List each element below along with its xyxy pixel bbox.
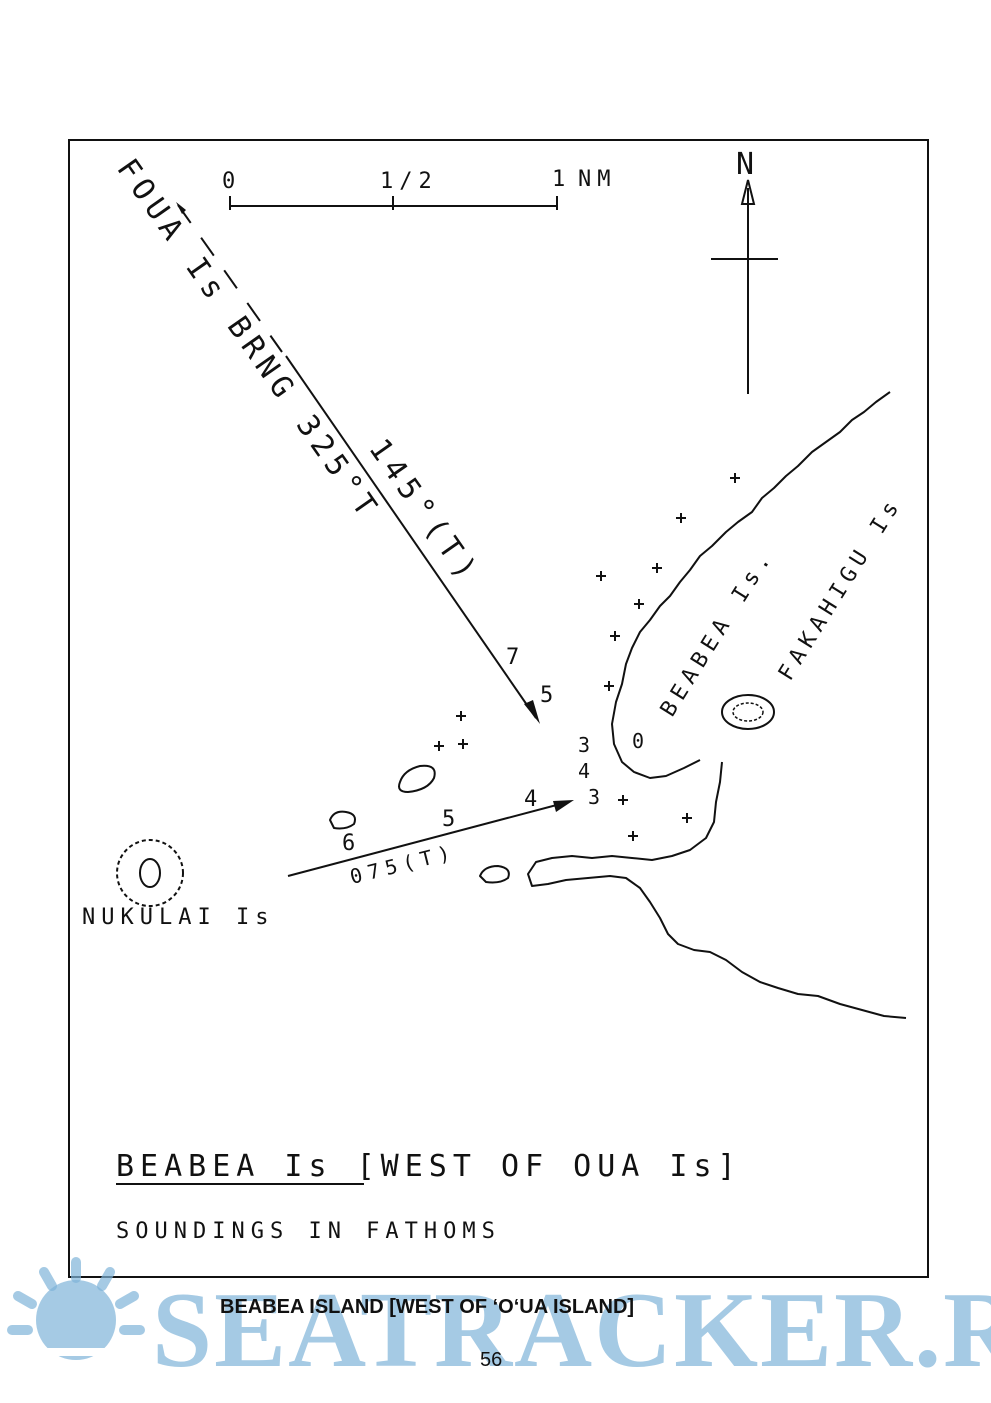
scale-tick-half: 1/2 xyxy=(380,169,438,194)
fakahigu-label: FAKAHIGU Is xyxy=(774,492,907,685)
sun-logo-icon xyxy=(7,1257,145,1360)
chart-title: BEABEA Is [WEST OF OUA Is] xyxy=(116,1149,742,1184)
scale-bar: 0 1/2 1 NM xyxy=(222,167,617,210)
sounding: 4 xyxy=(524,787,543,812)
north-arrow: N xyxy=(711,147,778,394)
north-label: N xyxy=(736,147,760,182)
sounding: 3 xyxy=(588,785,606,809)
sounding: 0 xyxy=(632,729,650,753)
scale-tick-one: 1 xyxy=(552,167,571,192)
beabea-coastline xyxy=(611,391,891,779)
fakahigu-islet xyxy=(721,694,775,730)
sounding: 3 xyxy=(578,733,596,757)
page-number: 56 xyxy=(480,1349,502,1371)
sounding: 7 xyxy=(506,645,525,670)
southern-coastline xyxy=(527,761,907,1019)
nukulai-island xyxy=(116,839,184,907)
sounding: 5 xyxy=(442,807,461,832)
scale-tick-zero: 0 xyxy=(222,169,241,194)
beabea-label: BEABEA Is. xyxy=(656,545,779,721)
watermark-text: SEATRACKER.RU xyxy=(152,1271,991,1390)
rock-markers xyxy=(434,473,740,841)
approach-arrowhead xyxy=(524,700,540,724)
reef-patch xyxy=(329,810,356,830)
chart-frame xyxy=(68,139,929,1278)
back-bearing-label: FOUA Is BRNG 325°T xyxy=(109,153,386,528)
bearing-line-075 xyxy=(287,800,574,877)
sounding: 6 xyxy=(342,831,361,856)
reef-patch xyxy=(398,764,436,793)
sounding: 4 xyxy=(578,759,596,783)
reef-patch xyxy=(479,865,510,884)
figure-caption: BEABEA ISLAND [WEST OF ‘O‘UA ISLAND] xyxy=(220,1296,634,1318)
chart-subtitle: SOUNDINGS IN FATHOMS xyxy=(116,1219,501,1244)
sounding: 5 xyxy=(540,683,559,708)
watermark: SEATRACKER.RU xyxy=(7,1257,991,1390)
bearing-line-325 xyxy=(176,202,540,724)
nukulai-label: NUKULAI Is xyxy=(82,905,274,930)
second-approach-label: 075(T) xyxy=(347,839,458,888)
scale-unit: NM xyxy=(578,167,617,192)
